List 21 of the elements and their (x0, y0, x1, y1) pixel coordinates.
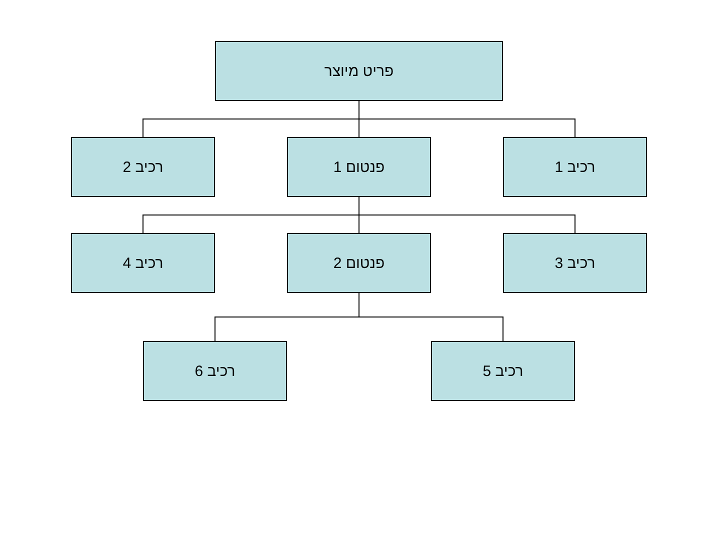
box-label: רכיב 1 (554, 158, 596, 176)
org-box (143, 341, 287, 401)
connector-line (358, 196, 576, 234)
org-box (503, 233, 647, 293)
box-label: רכיב 2 (122, 158, 164, 176)
connector-line (358, 100, 576, 138)
connector-line (358, 292, 504, 342)
org-box (503, 137, 647, 197)
org-box (287, 137, 431, 197)
box-label: רכיב 3 (554, 254, 596, 272)
org-box (71, 137, 215, 197)
org-box (287, 233, 431, 293)
box-label: רכיב 5 (482, 362, 524, 380)
org-box (215, 41, 503, 101)
box-label: פנטום 2 (333, 254, 385, 272)
org-box (71, 233, 215, 293)
box-label: רכיב 4 (122, 254, 164, 272)
box-label: פנטום 1 (333, 158, 385, 176)
org-box (431, 341, 575, 401)
box-label: פריט מיוצר (324, 62, 394, 80)
box-label: רכיב 6 (194, 362, 236, 380)
